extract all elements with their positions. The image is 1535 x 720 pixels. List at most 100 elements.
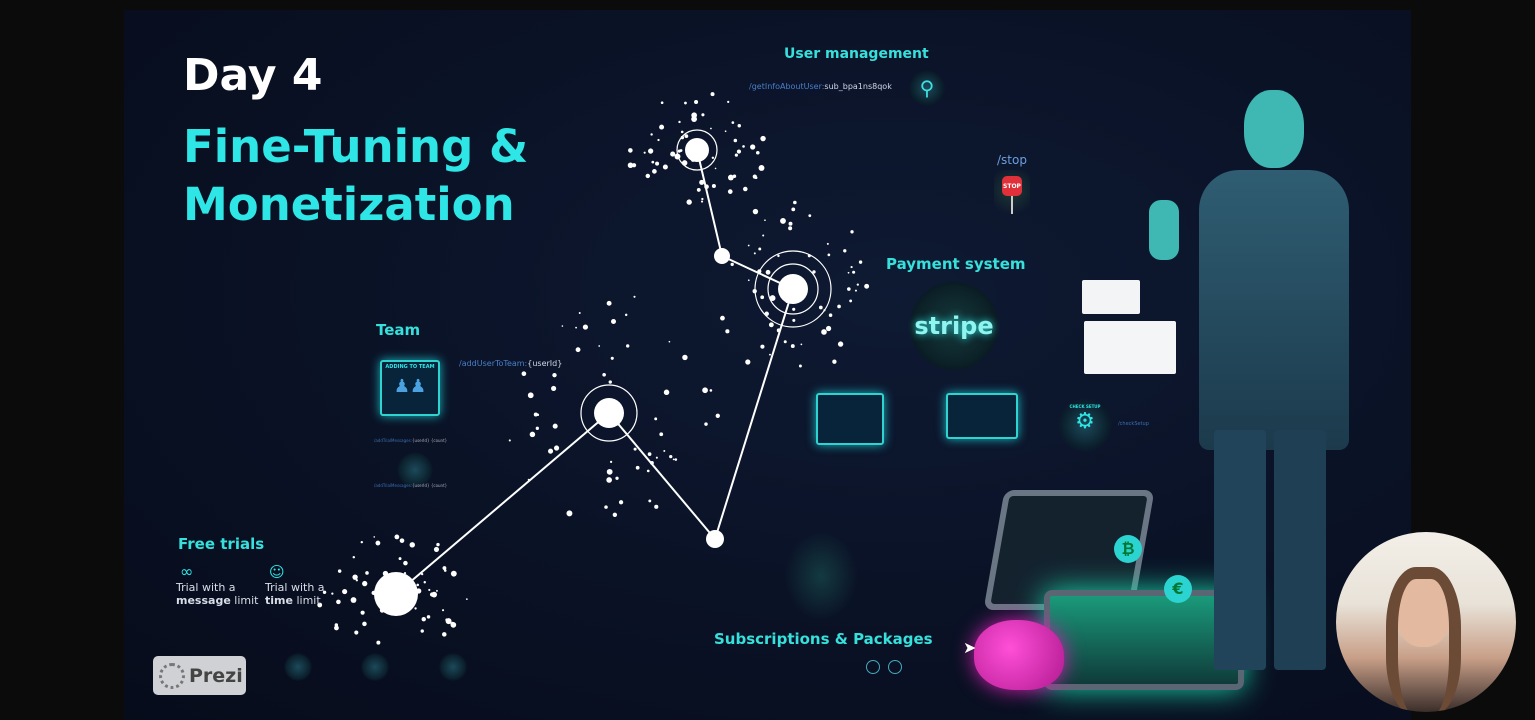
star-dot [354,630,359,635]
star-dot [662,164,668,170]
star-dot [610,356,614,360]
star-dot [821,329,827,335]
constellation-node [778,274,808,304]
star-dot [647,452,652,456]
lock-icon [888,660,902,674]
command-name: /addTrialMessages: [374,438,413,443]
star-dot [682,354,688,361]
star-dot [334,623,339,627]
star-dot [529,431,536,438]
star-dot [654,504,659,509]
star-dot [808,214,812,218]
star-dot [645,173,651,179]
prezi-badge[interactable]: Prezi [153,656,246,695]
star-dot [724,130,727,133]
pricing-monitor-1 [816,393,884,445]
star-dot [793,200,797,205]
star-dot [421,617,426,622]
stripe-screenshot-1 [1082,280,1140,314]
star-dot [635,465,640,470]
star-dot [365,571,369,575]
star-dot [668,340,671,343]
star-dot [720,315,725,321]
star-dot [696,188,701,192]
star-dot [433,546,440,552]
star-dot [709,389,713,392]
star-dot [788,226,793,231]
trial-line: Trial with a [265,581,325,594]
star-dot [373,536,376,538]
star-dot [827,253,831,257]
star-dot [768,322,774,328]
star-dot [727,189,733,194]
command-arg: {userId} {count} [412,483,448,488]
growth-illustration [784,530,858,622]
trial-illustration-1 [284,653,312,681]
constellation-line [714,288,794,540]
star-dot [691,112,697,119]
star-dot [727,174,734,181]
star-dot [858,260,863,264]
package-icons [866,660,906,674]
star-dot [849,299,853,303]
star-dot [791,207,796,212]
trial-rest: limit [234,594,259,607]
star-dot [727,100,730,103]
star-dot [436,542,440,547]
star-dot [792,307,796,311]
users-icon: ♟♟ [393,376,427,397]
title-line-2: Monetization [183,178,515,231]
star-dot [548,448,554,454]
star-dot [701,197,704,201]
trial-bold: time [265,594,293,607]
star-dot [322,590,327,595]
star-dot [317,602,323,608]
star-dot [680,130,684,134]
star-dot [750,144,756,150]
star-dot [710,92,715,97]
adding-to-team-card[interactable]: ADDING TO TEAM ♟♟ [380,360,440,416]
star-dot [606,477,612,483]
star-dot [674,458,678,461]
star-dot [837,341,844,347]
star-dot [445,618,452,625]
constellation-node [685,138,709,162]
star-dot [508,439,511,442]
pricing-monitor-2 [946,393,1018,439]
star-dot [678,120,681,124]
presentation-slide: Day 4 Fine-Tuning & Monetization User ma… [124,10,1411,720]
star-dot [416,583,419,587]
presenter-webcam [1336,532,1516,712]
star-dot [575,326,577,329]
star-dot [701,113,705,117]
slide-title: Fine-Tuning & Monetization [183,118,528,234]
stop-sign-text: STOP [1002,176,1022,196]
star-dot [711,156,715,160]
star-dot [431,591,438,598]
command-name: /getInfoAboutUser: [749,82,825,91]
star-dot [612,512,618,517]
star-dot [362,621,367,627]
star-dot [765,269,771,275]
star-dot [352,574,358,580]
star-dot [752,208,759,215]
constellation-line [608,412,716,540]
star-dot [604,505,608,509]
star-dot [828,313,833,317]
star-dot [731,121,735,124]
star-dot [350,597,357,603]
star-dot [442,566,447,570]
star-dot [762,234,765,237]
check-setup-label: CHECK SETUP [1069,404,1101,409]
star-dot [334,625,339,631]
star-dot [552,372,557,378]
mouse-cursor-icon: ➤ [963,638,977,657]
star-dot [398,557,402,561]
star-dot [362,580,368,587]
free-trials-heading: Free trials [178,535,265,553]
day-label: Day 4 [183,50,323,101]
star-dot [360,540,364,544]
star-dot [337,569,342,573]
subscriptions-heading: Subscriptions & Packages [714,630,933,648]
star-dot [743,186,748,192]
